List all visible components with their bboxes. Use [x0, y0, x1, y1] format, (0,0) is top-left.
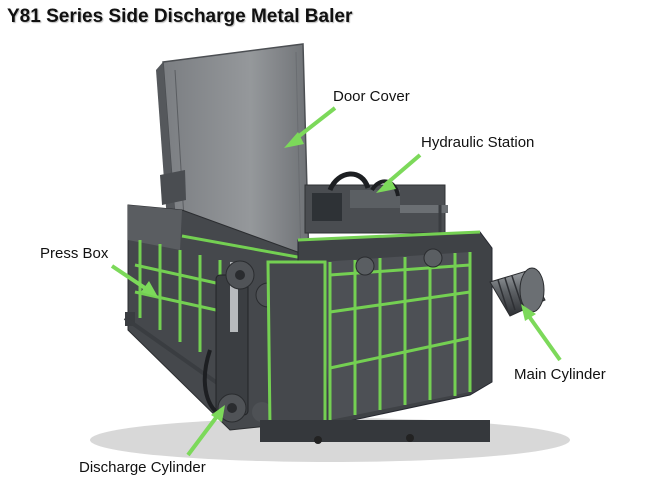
press-box-callout	[110, 264, 150, 292]
main-cylinder-callout	[526, 313, 562, 362]
discharge-cylinder-label: Discharge Cylinder	[79, 459, 206, 476]
discharge-cylinder	[202, 260, 281, 423]
discharge-cylinder-callout	[186, 413, 220, 457]
page-title: Y81 Series Side Discharge Metal Baler	[7, 6, 353, 27]
hydraulic-station-label: Hydraulic Station	[421, 134, 535, 151]
callout-arrows	[110, 106, 562, 457]
press-box-label: Press Box	[40, 245, 109, 262]
main-cylinder	[489, 267, 546, 317]
door-cover-callout	[292, 106, 337, 142]
main-frame	[260, 230, 493, 444]
main-cylinder-label: Main Cylinder	[514, 366, 606, 383]
hydraulic-station	[304, 171, 448, 240]
door-cover-label: Door Cover	[333, 88, 410, 105]
